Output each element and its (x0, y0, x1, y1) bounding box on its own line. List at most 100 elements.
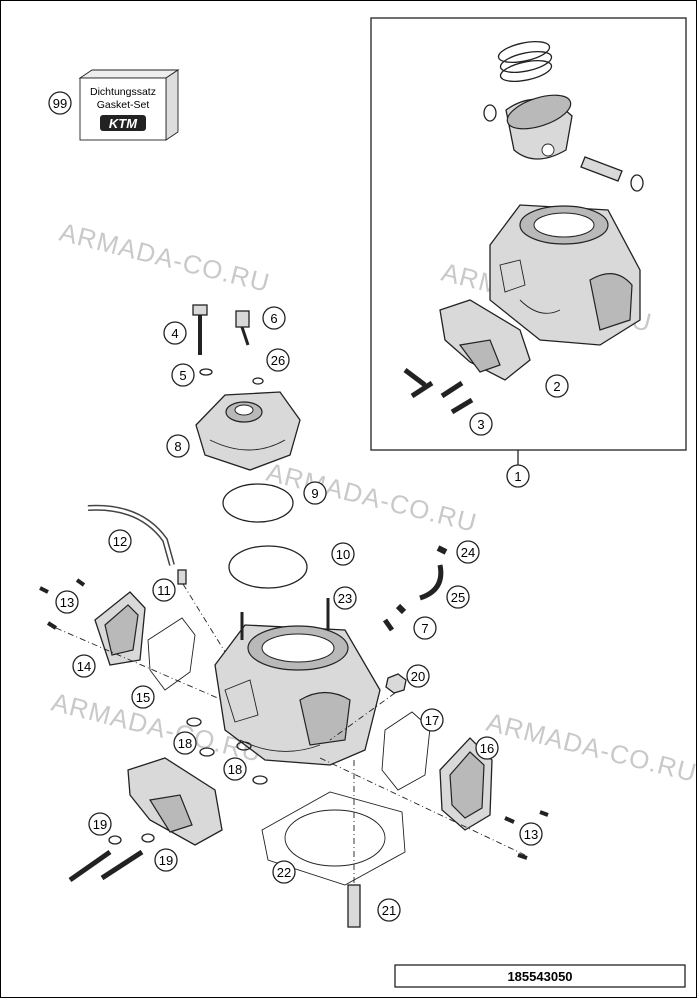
svg-text:20: 20 (411, 669, 425, 684)
bolt-left-a (68, 849, 112, 883)
callout-23: 23 (333, 586, 357, 610)
svg-text:5: 5 (179, 368, 186, 383)
callout-12: 12 (108, 529, 132, 553)
hose-nipple (177, 569, 187, 585)
bolt-left-b (100, 849, 144, 881)
svg-text:8: 8 (174, 439, 181, 454)
temperature-sensor (235, 310, 250, 346)
watermark-3: ARMADA-CO.RU (264, 457, 481, 538)
svg-text:99: 99 (53, 96, 67, 111)
svg-text:2: 2 (553, 379, 560, 394)
callout-99: 99 (48, 91, 72, 115)
nut (385, 673, 407, 694)
watermark-1: ARMADA-CO.RU (57, 217, 274, 298)
callout-17: 17 (420, 708, 444, 732)
callout-4: 4 (163, 321, 187, 345)
svg-text:6: 6 (270, 311, 277, 326)
circlip-left (483, 104, 497, 122)
screw-fitting (382, 618, 395, 632)
callout-11: 11 (152, 578, 176, 602)
cylinder (489, 204, 641, 346)
svg-text:22: 22 (277, 865, 291, 880)
right-cover-gasket (381, 711, 431, 791)
callout-3: 3 (469, 412, 493, 436)
callout-20: 20 (406, 664, 430, 688)
svg-text:14: 14 (77, 659, 91, 674)
svg-text:21: 21 (382, 903, 396, 918)
piston-pin (580, 156, 623, 182)
head-o-ring-outer (228, 545, 308, 589)
head-bolt (192, 304, 208, 355)
watermark-5: ARMADA-CO.RU (484, 707, 699, 788)
callout-7: 7 (413, 616, 437, 640)
svg-text:9: 9 (311, 486, 318, 501)
piston-rings (497, 41, 553, 82)
callout-1: 1 (506, 464, 530, 488)
inset-bolts (403, 368, 474, 415)
callout-10: 10 (331, 542, 355, 566)
svg-text:11: 11 (157, 583, 171, 598)
svg-text:19: 19 (159, 853, 173, 868)
kit-label-line2: Gasket-Set (97, 99, 150, 111)
svg-text:13: 13 (60, 595, 74, 610)
coolant-hose (419, 564, 444, 601)
svg-text:10: 10 (336, 547, 350, 562)
document-number: 185543050 (507, 969, 572, 984)
svg-text:1: 1 (514, 469, 521, 484)
dowel-pin (347, 884, 361, 928)
callout-14: 14 (72, 654, 96, 678)
callout-22: 22 (272, 860, 296, 884)
callout-6: 6 (262, 306, 286, 330)
svg-text:18: 18 (228, 762, 242, 777)
washer-19b (141, 833, 155, 843)
callout-24: 24 (456, 540, 480, 564)
svg-text:15: 15 (136, 690, 150, 705)
callout-19: 19 (88, 812, 112, 836)
base-gasket (261, 791, 406, 886)
callout-2: 2 (545, 374, 569, 398)
o-ring-18b (199, 747, 215, 757)
callout-25: 25 (446, 585, 470, 609)
cylinder-head (195, 391, 301, 471)
callout-19: 19 (154, 848, 178, 872)
svg-text:4: 4 (171, 326, 178, 341)
left-cover-gasket (147, 617, 196, 691)
callout-13: 13 (519, 822, 543, 846)
sensor-seal (252, 377, 264, 385)
callout-26: 26 (266, 348, 290, 372)
exhaust-control-cover (127, 757, 223, 846)
svg-text:13: 13 (524, 827, 538, 842)
cylinder-kit-inset (370, 17, 687, 451)
svg-text:26: 26 (271, 353, 285, 368)
svg-text:25: 25 (451, 590, 465, 605)
callout-18: 18 (173, 731, 197, 755)
callout-15: 15 (131, 685, 155, 709)
document-number-box (394, 964, 686, 988)
svg-text:18: 18 (178, 736, 192, 751)
o-ring-18c (236, 741, 252, 751)
banjo-seal (395, 603, 407, 615)
left-valve-cover (94, 591, 146, 666)
svg-text:16: 16 (480, 741, 494, 756)
svg-text:19: 19 (93, 817, 107, 832)
washer-19a (108, 835, 122, 845)
left-cover-screws (39, 578, 86, 630)
o-ring-18a (186, 717, 202, 727)
svg-text:12: 12 (113, 534, 127, 549)
right-valve-cover (439, 737, 493, 831)
svg-text:24: 24 (461, 545, 475, 560)
svg-text:17: 17 (425, 713, 439, 728)
callout-13: 13 (55, 590, 79, 614)
svg-text:3: 3 (477, 417, 484, 432)
hose-clamp-top (436, 545, 448, 555)
circlip-right (630, 174, 644, 192)
callout-9: 9 (303, 481, 327, 505)
head-washer (199, 368, 213, 376)
callout-8: 8 (166, 434, 190, 458)
o-ring-18d (252, 775, 268, 785)
svg-text:23: 23 (338, 591, 352, 606)
ktm-logo-text: KTM (109, 116, 138, 131)
svg-text:7: 7 (421, 621, 428, 636)
